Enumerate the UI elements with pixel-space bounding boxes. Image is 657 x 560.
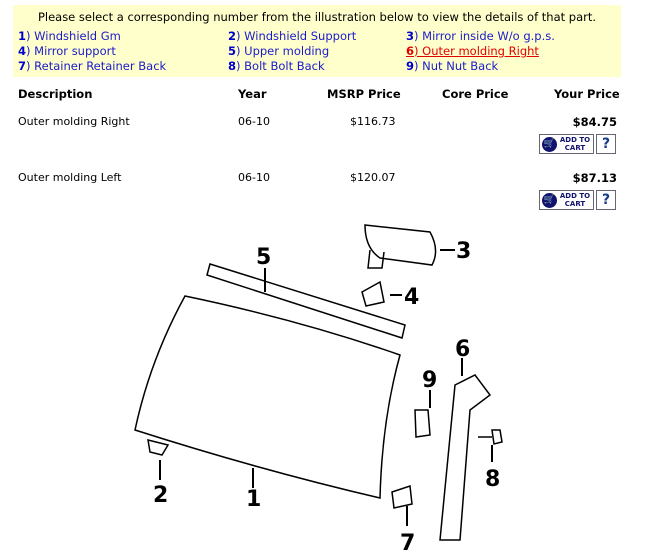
header-your-price: Your Price — [554, 87, 620, 101]
mirror — [364, 224, 437, 269]
windshield — [134, 295, 401, 499]
row-your-price: $87.13 — [572, 171, 617, 185]
row-year: 06-10 — [238, 115, 270, 128]
header-msrp: MSRP Price — [327, 87, 401, 101]
part-link-2[interactable]: 2) Windshield Support — [228, 29, 357, 43]
legend-intro: Please select a corresponding number fro… — [37, 10, 597, 24]
part-link-7[interactable]: 7) Retainer Retainer Back — [18, 59, 167, 73]
outer-molding — [439, 374, 492, 541]
retainer-9 — [414, 409, 431, 438]
callout-6[interactable]: 6 — [455, 337, 470, 362]
cart-icon: 🛒 — [542, 136, 557, 152]
header-description: Description — [18, 87, 93, 101]
callout-1[interactable]: 1 — [246, 487, 261, 512]
parts-legend: Please select a corresponding number fro… — [13, 5, 621, 77]
header-year: Year — [238, 87, 267, 101]
row-description: Outer molding Right — [18, 115, 130, 128]
bolt-8 — [478, 429, 503, 445]
cart-icon: 🛒 — [542, 192, 557, 208]
part-link-8[interactable]: 8) Bolt Bolt Back — [228, 59, 325, 73]
row-your-price: $84.75 — [572, 115, 617, 129]
mirror-support — [361, 280, 385, 307]
retainer-7 — [391, 484, 413, 509]
callout-3[interactable]: 3 — [456, 239, 471, 264]
help-button[interactable]: ? — [596, 134, 616, 154]
callout-9[interactable]: 9 — [422, 368, 437, 393]
part-link-9[interactable]: 9) Nut Nut Back — [406, 59, 499, 73]
part-link-4[interactable]: 4) Mirror support — [18, 44, 116, 58]
part-link-6[interactable]: 6) Outer molding Right — [406, 44, 539, 58]
support-2 — [147, 438, 170, 456]
part-link-3[interactable]: 3) Mirror inside W/o g.p.s. — [406, 29, 555, 43]
callout-8[interactable]: 8 — [485, 467, 500, 492]
help-button[interactable]: ? — [596, 190, 616, 210]
callout-5[interactable]: 5 — [256, 245, 271, 270]
callout-4[interactable]: 4 — [404, 285, 419, 310]
row-msrp: $120.07 — [350, 171, 396, 184]
callout-2[interactable]: 2 — [153, 483, 168, 508]
header-core: Core Price — [442, 87, 509, 101]
row-year: 06-10 — [238, 171, 270, 184]
part-link-1[interactable]: 1) Windshield Gm — [18, 29, 121, 43]
row-msrp: $116.73 — [350, 115, 396, 128]
row-description: Outer molding Left — [18, 171, 122, 184]
upper-molding — [206, 263, 406, 339]
callout-7[interactable]: 7 — [400, 531, 415, 556]
part-link-5[interactable]: 5) Upper molding — [228, 44, 330, 58]
